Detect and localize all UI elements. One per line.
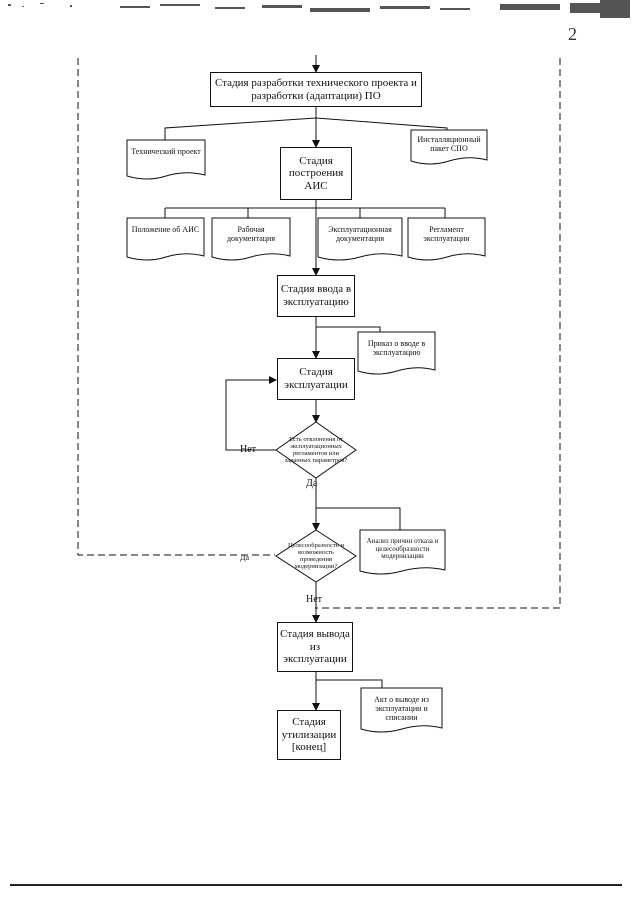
decision-diamond [275, 529, 357, 583]
stage-disposal: Стадия утилизации [конец] [277, 710, 341, 760]
doc-tech-project: Технический проект [131, 147, 201, 156]
doc-shape [357, 331, 436, 375]
doc-shape [360, 687, 443, 733]
doc-shape [359, 529, 446, 575]
doc-shape [211, 217, 291, 261]
doc-working-docs: Рабочая документация [226, 225, 276, 243]
doc-regulation-ais: Положение об АИС [131, 225, 200, 234]
doc-install-package: Инсталляционный пакет СПО [417, 135, 481, 153]
stage-operation: Стадия эксплуатации [277, 358, 355, 400]
stage-decommission: Стадия вывода из эксплуатации [277, 622, 353, 672]
doc-shape [407, 217, 486, 261]
label-yes-back: Да [240, 553, 250, 562]
decision-diamond [275, 421, 357, 479]
stage-commissioning: Стадия ввода в эксплуатацию [277, 275, 355, 317]
stage-technical-design: Стадия разработки технического проекта и… [210, 72, 422, 107]
decision-modernization: Целесообразность и возможность проведени… [288, 541, 344, 571]
doc-operational-docs: Эксплуатационная документация [328, 225, 392, 243]
doc-shape [126, 217, 205, 261]
label-no-loop: Нет [240, 444, 257, 455]
doc-modernization-analysis: Анализ причин отказа и целесообразности … [366, 537, 439, 561]
doc-shape [410, 129, 488, 165]
label-no-down: Нет [306, 594, 323, 605]
doc-commission-order: Приказ о вводе в эксплуатацию [367, 339, 426, 357]
scan-artifact [8, 0, 630, 18]
dashed-return-line [77, 58, 275, 556]
label-yes-down: Да [306, 478, 318, 489]
doc-shape [317, 217, 403, 261]
doc-shape [126, 139, 206, 180]
doc-decommission-act: Акт о выводе из эксплуатации и списании [374, 695, 429, 722]
decision-deviation: Есть отклонения от эксплуатационных регл… [284, 435, 348, 465]
stage-build: Стадия построения АИС [280, 147, 352, 200]
dashed-frame-right [315, 58, 561, 609]
page-number: 2 [568, 24, 577, 44]
doc-operation-rules: Регламент эксплуатации [423, 225, 470, 243]
bottom-rule [10, 884, 622, 886]
